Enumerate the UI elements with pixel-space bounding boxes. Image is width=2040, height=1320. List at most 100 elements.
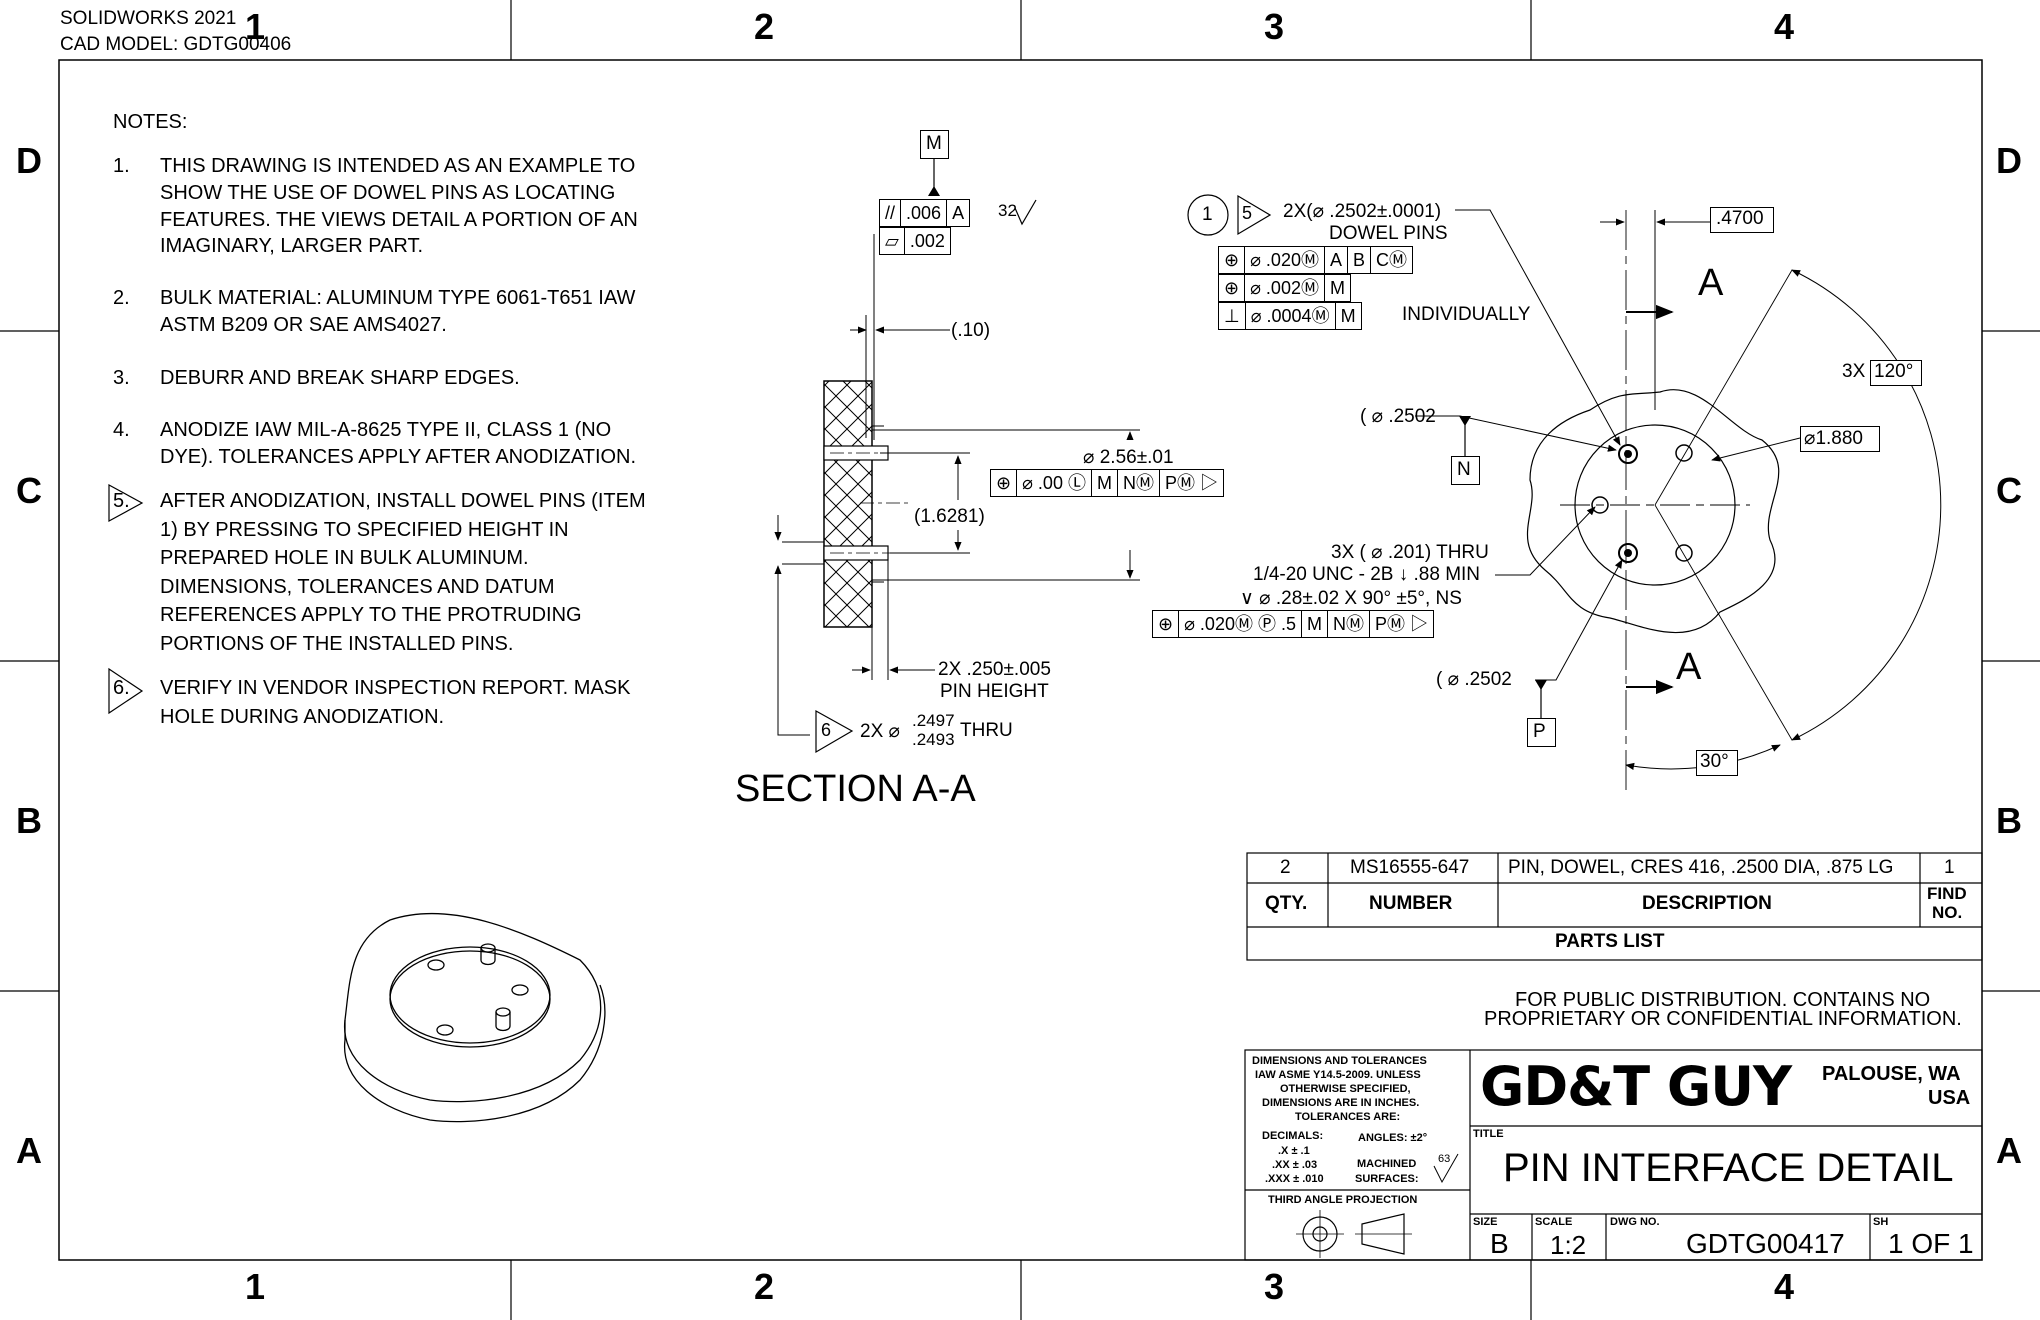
zone-row-d-right: D bbox=[1996, 140, 2022, 181]
zone-row-c-right: C bbox=[1996, 470, 2022, 511]
tapped-hole-line3: ∨ ⌀ .28±.02 X 90° ±5°, NS bbox=[1240, 588, 1462, 609]
machined-label: MACHINED bbox=[1357, 1158, 1417, 1170]
section-arrow-label-top: A bbox=[1698, 262, 1724, 304]
dwg-no-label: DWG NO. bbox=[1610, 1216, 1660, 1228]
machined-finish-value: 63 bbox=[1438, 1153, 1451, 1165]
zone-row-b-left: B bbox=[16, 800, 42, 841]
hole-lower-limit: .2493 bbox=[912, 730, 955, 749]
section-arrow-label-bottom: A bbox=[1676, 646, 1702, 688]
fcf-cell: B bbox=[1346, 247, 1370, 273]
drawing-title: PIN INTERFACE DETAIL bbox=[1503, 1146, 1954, 1190]
scale-value: 1:2 bbox=[1550, 1230, 1587, 1260]
parts-header-number: NUMBER bbox=[1369, 893, 1453, 914]
company-logo: GD&T GUY bbox=[1480, 1055, 1792, 1118]
fcf-cell: PⓂ ▷ bbox=[1368, 611, 1433, 637]
dim-4700-box bbox=[1710, 207, 1774, 233]
fcf-cell: .002 bbox=[903, 228, 950, 254]
note-5-line: DIMENSIONS, TOLERANCES AND DATUM bbox=[160, 576, 555, 598]
zone-row-c-left: C bbox=[16, 470, 42, 511]
note6-flag bbox=[108, 667, 144, 715]
zone-row-d-left: D bbox=[16, 140, 42, 181]
fcf-cell: M bbox=[1323, 275, 1350, 301]
zone-col-1-bottom: 1 bbox=[245, 1266, 266, 1307]
cad-model-label: CAD MODEL: GDTG00406 bbox=[60, 34, 292, 55]
datum-m-box bbox=[920, 130, 949, 159]
pin-height-label: PIN HEIGHT bbox=[940, 681, 1049, 702]
zone-row-a-left: A bbox=[16, 1130, 42, 1171]
surface-finish-value: 32 bbox=[998, 201, 1017, 220]
hole-callout-prefix: 2X ⌀ bbox=[860, 721, 900, 742]
fcf-cell: NⓂ bbox=[1116, 470, 1159, 496]
pins-perpendicularity-fcf: ⊥ ⌀ .0004Ⓜ M bbox=[1218, 302, 1362, 330]
angle-120-box bbox=[1870, 360, 1922, 386]
pin-height-dim: 2X .250±.005 bbox=[938, 659, 1051, 680]
tolerance-line: IAW ASME Y14.5-2009. UNLESS bbox=[1255, 1069, 1421, 1081]
software-label: SOLIDWORKS 2021 bbox=[60, 8, 237, 29]
section-view bbox=[774, 156, 1140, 754]
zone-row-a-right: A bbox=[1996, 1130, 2022, 1171]
pins-callout: 2X(⌀ .2502±.0001) bbox=[1283, 201, 1442, 222]
zone-col-3-bottom: 3 bbox=[1264, 1266, 1285, 1307]
note-1-line: FEATURES. THE VIEWS DETAIL A PORTION OF … bbox=[160, 209, 638, 231]
zone-row-b-right: B bbox=[1996, 800, 2022, 841]
parts-header-find-no: NO. bbox=[1932, 903, 1963, 922]
sheet-value: 1 OF 1 bbox=[1888, 1228, 1974, 1259]
parallelism-fcf: // .006 A bbox=[879, 199, 971, 227]
parts-number-cell: MS16555-647 bbox=[1350, 857, 1470, 878]
note-1-line: THIS DRAWING IS INTENDED AS AN EXAMPLE T… bbox=[160, 155, 636, 177]
flatness-icon: ⏥ bbox=[885, 231, 899, 251]
distribution-line1: FOR PUBLIC DISTRIBUTION. CONTAINS NO bbox=[1515, 989, 1931, 1011]
fcf-cell: PⓂ ▷ bbox=[1158, 470, 1223, 496]
isometric-view bbox=[344, 912, 606, 1123]
parts-description-cell: PIN, DOWEL, CRES 416, .2500 DIA, .875 LG bbox=[1508, 857, 1894, 878]
tapped-hole-line2: 1/4-20 UNC - 2B ↓ .88 MIN bbox=[1253, 564, 1481, 585]
dim-010: (.10) bbox=[951, 320, 991, 341]
parts-header-description: DESCRIPTION bbox=[1642, 893, 1772, 914]
fcf-cell: M bbox=[1334, 303, 1361, 329]
plan-view bbox=[1187, 194, 1942, 790]
fcf-cell: ⌀ .0004Ⓜ bbox=[1244, 303, 1335, 329]
company-location-1: PALOUSE, WA bbox=[1822, 1063, 1961, 1085]
parts-list-title: PARTS LIST bbox=[1555, 931, 1665, 952]
title-block-grid bbox=[1244, 1049, 1983, 1261]
angle-30: 30° bbox=[1700, 751, 1729, 772]
angle-count: 3X bbox=[1842, 361, 1866, 382]
note-5-line: PORTIONS OF THE INSTALLED PINS. bbox=[160, 633, 514, 655]
balloon-number: 1 bbox=[1202, 204, 1213, 225]
size-value: B bbox=[1490, 1228, 1509, 1259]
note-2-number: 2. bbox=[113, 287, 130, 309]
note-4-line: DYE). TOLERANCES APPLY AFTER ANODIZATION… bbox=[160, 446, 637, 468]
zone-col-4-bottom: 4 bbox=[1774, 1266, 1795, 1307]
note-4-number: 4. bbox=[113, 419, 130, 441]
note-2-line: ASTM B209 OR SAE AMS4027. bbox=[160, 314, 447, 336]
fcf-cell: NⓂ bbox=[1326, 611, 1369, 637]
note-6-line: VERIFY IN VENDOR INSPECTION REPORT. MASK bbox=[160, 677, 631, 699]
note-6-number: 6. bbox=[113, 677, 130, 699]
fcf-cell: // bbox=[885, 203, 896, 223]
note-3-number: 3. bbox=[113, 367, 130, 389]
dwg-no-value: GDTG00417 bbox=[1686, 1228, 1845, 1259]
position-icon: ⊕ bbox=[1158, 614, 1174, 634]
note-1-line: IMAGINARY, LARGER PART. bbox=[160, 235, 424, 257]
note5-flag bbox=[108, 483, 144, 523]
zone-col-4-top: 4 bbox=[1774, 6, 1795, 47]
fcf-cell: A bbox=[1323, 247, 1347, 273]
sheet-label: SH bbox=[1873, 1216, 1889, 1228]
datum-p-box bbox=[1527, 718, 1556, 747]
datum-p-label: P bbox=[1533, 721, 1546, 742]
note-1-number: 1. bbox=[113, 155, 130, 177]
fcf-cell: ⌀ .020Ⓜ bbox=[1244, 247, 1324, 273]
section-title: SECTION A-A bbox=[735, 768, 976, 810]
note-5-line: PREPARED HOLE IN BULK ALUMINUM. bbox=[160, 547, 529, 569]
decimals-label: DECIMALS: bbox=[1262, 1130, 1324, 1142]
flatness-fcf: ⏥ .002 bbox=[879, 227, 951, 255]
dim-1880-box bbox=[1800, 426, 1880, 452]
size-label: SIZE bbox=[1473, 1216, 1498, 1228]
zone-col-2-top: 2 bbox=[754, 6, 775, 47]
fcf-cell: .006 bbox=[900, 200, 946, 226]
note-5-line: AFTER ANODIZATION, INSTALL DOWEL PINS (I… bbox=[160, 490, 646, 512]
tapped-hole-line1: 3X ( ⌀ .201) THRU bbox=[1331, 542, 1489, 563]
notes-heading: NOTES: bbox=[113, 111, 188, 133]
datum-n-label: N bbox=[1457, 459, 1471, 480]
